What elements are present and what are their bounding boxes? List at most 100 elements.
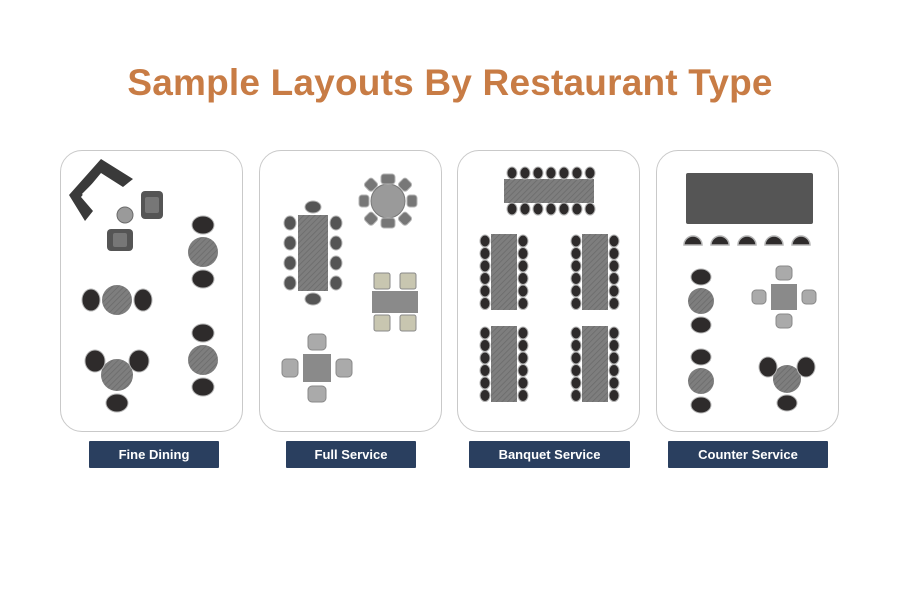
chair-icon xyxy=(608,247,620,260)
chair-icon xyxy=(558,166,570,180)
chair-icon xyxy=(584,202,596,216)
layout-label-banquet-service: Banquet Service xyxy=(469,441,630,468)
chair-icon xyxy=(517,389,529,402)
chair-icon xyxy=(570,339,582,352)
chair-icon xyxy=(519,166,531,180)
chair-icon xyxy=(479,297,491,310)
full-service-floor-plan xyxy=(281,173,418,403)
eight-seat-table-group xyxy=(283,200,343,306)
chair-icon xyxy=(506,166,518,180)
counter-service-layout-panel xyxy=(656,150,839,432)
chair-icon xyxy=(517,272,529,285)
chair-icon xyxy=(608,326,620,340)
counter-service-floor-plan xyxy=(683,173,817,414)
bar-stool-icon xyxy=(764,235,784,246)
chair-icon xyxy=(570,351,582,365)
chair-icon xyxy=(570,326,582,340)
head-table-group xyxy=(504,166,596,216)
chair-icon xyxy=(479,326,491,340)
chair-icon xyxy=(517,364,529,377)
fine-dining-floor-plan xyxy=(69,159,218,413)
two-seat-table-group xyxy=(688,268,714,334)
chair-icon xyxy=(571,202,583,216)
chair-icon xyxy=(545,166,557,180)
chair-icon xyxy=(570,259,582,273)
chair-icon xyxy=(517,297,529,310)
chair-icon xyxy=(517,247,529,260)
chair-icon xyxy=(570,297,582,310)
chair-icon xyxy=(571,166,583,180)
chair-icon xyxy=(479,376,491,390)
chair-icon xyxy=(517,326,529,340)
four-seat-rect-table-group xyxy=(372,272,418,332)
chair-icon xyxy=(570,284,582,298)
bar-stool-row xyxy=(683,235,811,246)
rect-table-icon xyxy=(582,326,608,402)
chair-icon xyxy=(570,272,582,285)
two-seat-table-group xyxy=(81,285,153,315)
chair-icon xyxy=(608,376,620,390)
full-service-layout-panel xyxy=(259,150,442,432)
four-seat-square-table-group xyxy=(281,333,353,403)
chair-icon xyxy=(517,351,529,365)
counter-icon xyxy=(686,173,813,224)
three-seat-table-group xyxy=(84,349,150,413)
four-seat-square-table-group xyxy=(751,265,817,329)
chair-icon xyxy=(608,297,620,310)
layout-label-counter-service: Counter Service xyxy=(668,441,828,468)
three-seat-table-group xyxy=(758,356,816,412)
armchair-icon xyxy=(107,229,133,251)
chair-icon xyxy=(517,234,529,248)
banquet-service-floor-plan xyxy=(479,166,620,402)
chair-icon xyxy=(584,166,596,180)
chair-icon xyxy=(570,389,582,402)
chair-icon xyxy=(608,259,620,273)
chair-icon xyxy=(608,351,620,365)
chair-icon xyxy=(570,247,582,260)
chair-icon xyxy=(479,351,491,365)
rect-table-icon xyxy=(491,234,517,310)
rect-table-icon xyxy=(491,326,517,402)
chair-icon xyxy=(570,376,582,390)
bar-stool-icon xyxy=(683,235,703,246)
chair-icon xyxy=(479,284,491,298)
chair-icon xyxy=(532,166,544,180)
banquet-table-group xyxy=(479,326,529,402)
banquet-table-group xyxy=(570,326,620,402)
layout-label-full-service: Full Service xyxy=(286,441,416,468)
booth-icon xyxy=(69,159,133,221)
two-seat-table-group xyxy=(188,323,218,397)
chair-icon xyxy=(479,364,491,377)
chair-icon xyxy=(479,339,491,352)
two-seat-table-group xyxy=(688,348,714,414)
chair-icon xyxy=(517,284,529,298)
bar-stool-icon xyxy=(737,235,757,246)
chair-icon xyxy=(479,259,491,273)
rect-table-icon xyxy=(298,215,328,291)
banquet-table-group xyxy=(570,234,620,310)
chair-icon xyxy=(608,284,620,298)
chair-icon xyxy=(570,364,582,377)
chair-icon xyxy=(558,202,570,216)
page-title: Sample Layouts By Restaurant Type xyxy=(127,62,773,103)
banquet-service-layout-panel xyxy=(457,150,640,432)
six-seat-round-table-group xyxy=(358,173,418,229)
chair-icon xyxy=(545,202,557,216)
chair-icon xyxy=(479,234,491,248)
chair-icon xyxy=(517,339,529,352)
side-table-icon xyxy=(116,206,134,224)
chair-icon xyxy=(479,247,491,260)
chair-icon xyxy=(608,389,620,402)
two-seat-table-group xyxy=(188,215,218,289)
chair-icon xyxy=(479,389,491,402)
bar-stool-icon xyxy=(710,235,730,246)
chair-icon xyxy=(608,272,620,285)
chair-icon xyxy=(517,376,529,390)
bar-stool-icon xyxy=(791,235,811,246)
armchair-icon xyxy=(141,191,163,219)
chair-icon xyxy=(517,259,529,273)
chair-icon xyxy=(519,202,531,216)
banquet-table-group xyxy=(479,234,529,310)
chair-icon xyxy=(479,272,491,285)
fine-dining-layout-panel xyxy=(60,150,243,432)
